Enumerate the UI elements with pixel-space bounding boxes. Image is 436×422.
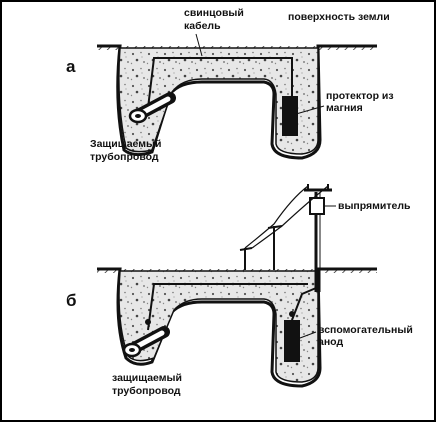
panel-b-rectifier-label: выпрямитель [338,200,411,212]
panel-a-pipe-label-line1: Защищаемый [90,138,162,150]
panel-b-pipe-label-line1: защищаемый [112,372,182,384]
panel-b-pipeline [122,326,170,358]
panel-a-cable-label-line1: свинцовый [184,7,244,19]
panel-a-section [97,33,377,160]
panel-b-power-lines [244,185,329,249]
panel-a-protector-label-line1: протектор из [326,90,394,102]
panel-b-letter: б [66,291,77,310]
panel-b-anode-label-line2: анод [318,336,344,348]
panel-a-lead-cable [147,57,293,109]
panel-a-magnesium-protector [282,96,298,136]
panel-a-letter: а [66,57,76,76]
panel-a-backfill [118,47,319,155]
panel-b-rectifier-box [309,197,325,215]
panel-b-anode-contact [289,311,295,317]
panel-b-cable [147,283,308,331]
panel-b-anode-cable [291,287,317,321]
panel-a-cable-pointer [195,33,203,57]
panel-a-cable-label-line2: кабель [184,20,221,32]
panel-b-anode-label-line1: вспомогательный [318,324,413,336]
panel-b-power-poles [239,225,283,270]
panel-b-anode-pointer [299,331,317,339]
panel-a-soil-outline [97,44,377,160]
panel-a-protector-label-line2: магния [326,102,363,114]
panel-a-pipeline [128,92,176,124]
panel-b-rectifier-pole [304,184,332,292]
panel-a-protector-pointer [295,105,325,115]
panel-b-section [97,184,377,388]
panel-a-surface-label: поверхность земли [288,11,390,23]
panel-b-pipe-contact [145,319,151,325]
panel-a-pipe-label-line2: трубопровод [90,151,159,163]
panel-b-pipe-label-line2: трубопровод [112,385,181,397]
panel-b-auxiliary-anode [284,320,300,362]
